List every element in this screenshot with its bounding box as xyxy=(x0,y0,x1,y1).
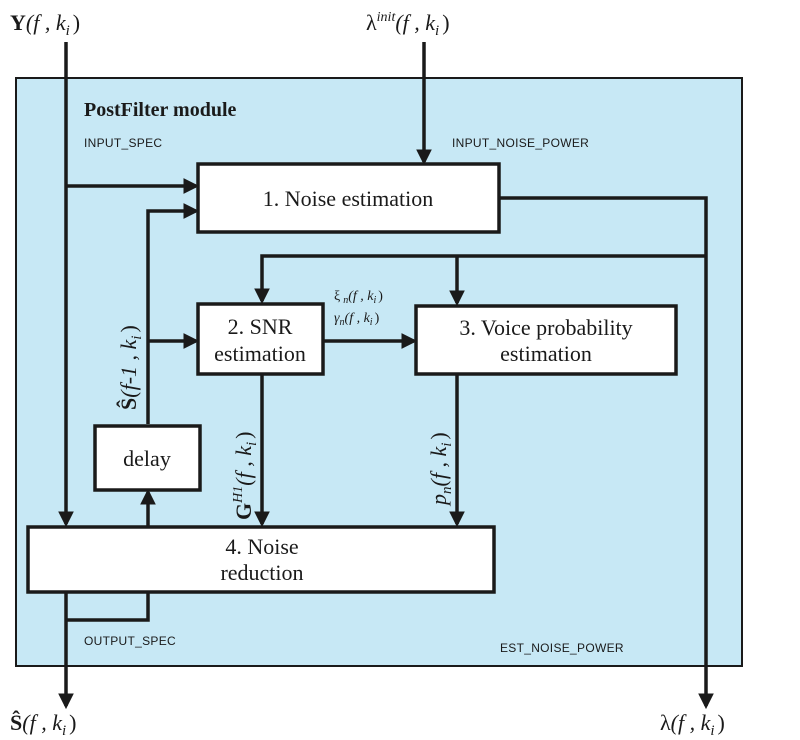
block-snr-estimation: 2. SNR estimation xyxy=(196,302,325,376)
output-s-signal: Ŝ(f , ki) xyxy=(10,710,76,739)
voice-probability-label-line2: estimation xyxy=(500,341,592,366)
wire-feedback-to-noise-estimation xyxy=(146,203,200,424)
input-lambda-init-signal: λinit(f , ki) xyxy=(366,10,450,39)
wire-output-loop xyxy=(66,592,150,622)
connection-wires xyxy=(58,42,714,710)
voice-probability-label-line1: 3. Voice probability xyxy=(459,315,632,340)
snr-estimation-label-line2: estimation xyxy=(214,341,306,366)
block-noise-estimation: 1. Noise estimation xyxy=(196,162,501,234)
gamma-signal: γn(f , ki) xyxy=(334,311,380,328)
wire-output-lambda xyxy=(499,196,714,710)
gain-signal: GH1(f , ki) xyxy=(231,432,260,520)
input-spec-label: INPUT_SPEC xyxy=(84,136,162,150)
noise-estimation-label: 1. Noise estimation xyxy=(263,186,433,211)
est-noise-power-label: EST_NOISE_POWER xyxy=(500,641,624,655)
delay-label: delay xyxy=(123,446,171,471)
input-y-signal: Y(f , ki) xyxy=(10,10,80,39)
output-lambda-signal: λ(f , ki) xyxy=(660,710,725,739)
prob-signal: pn(f , ki) xyxy=(426,432,455,507)
module-title: PostFilter module xyxy=(84,99,237,121)
noise-reduction-label-line2: reduction xyxy=(220,560,303,585)
wire-bus-to-snr xyxy=(254,254,706,305)
block-delay: delay xyxy=(93,424,202,492)
snr-estimation-label-line1: 2. SNR xyxy=(228,314,293,339)
block-noise-reduction: 4. Noise reduction xyxy=(26,525,496,594)
block-voice-probability: 3. Voice probability estimation xyxy=(414,304,678,376)
input-noise-power-label: INPUT_NOISE_POWER xyxy=(452,136,589,150)
noise-reduction-label-line1: 4. Noise xyxy=(225,534,298,559)
feedback-s-signal: Ŝ(f-1 , ki) xyxy=(116,325,145,410)
output-spec-label: OUTPUT_SPEC xyxy=(84,634,176,648)
